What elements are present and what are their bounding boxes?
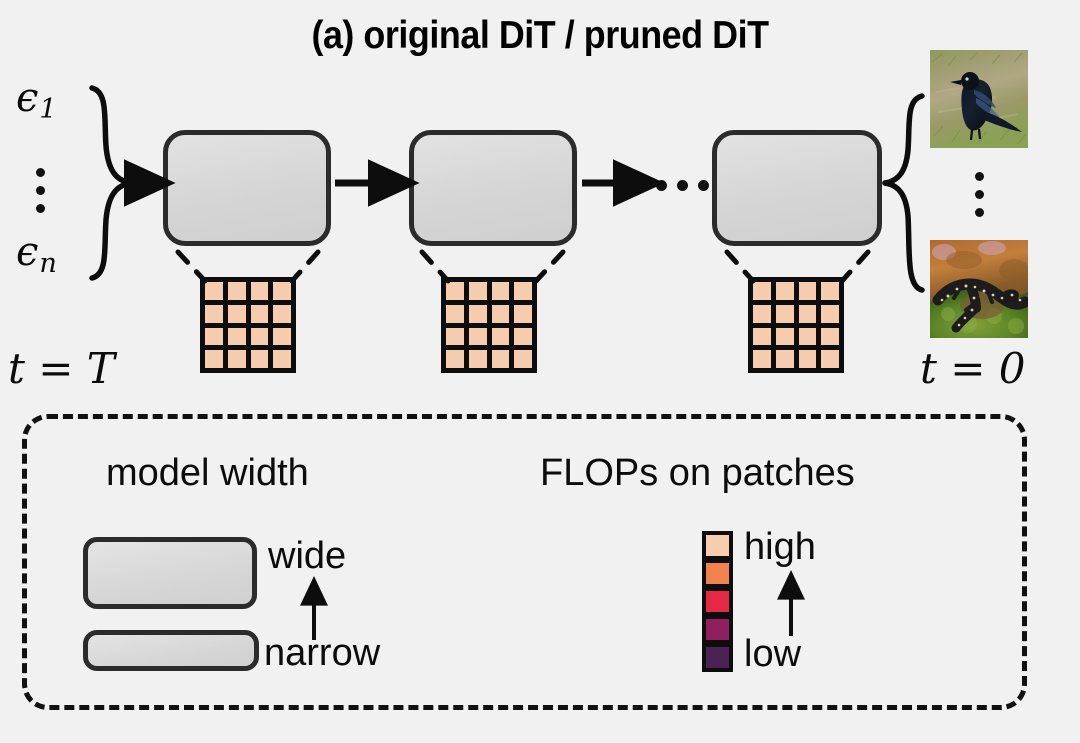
patch-cell: [821, 282, 839, 300]
input-brace: [89, 85, 131, 281]
patch-cell: [798, 282, 817, 300]
patch-cell: [775, 304, 794, 323]
figure-title: (a) original DiT / pruned DiT: [311, 14, 769, 57]
patch-cell: [514, 282, 532, 300]
patch-cell: [227, 304, 246, 323]
patch-cell: [491, 304, 510, 323]
legend-label-narrow: narrow: [264, 632, 381, 674]
output-brace: [882, 93, 925, 293]
patch-cell: [468, 282, 487, 300]
patch-cell: [821, 304, 839, 323]
input-noise-label-last: ϵn: [16, 229, 57, 279]
legend-swatch-narrow-block: [83, 630, 259, 671]
patch-cell: [514, 304, 532, 323]
patch-cell: [514, 350, 532, 368]
patch-cell: [446, 350, 464, 368]
patch-cell: [798, 304, 817, 323]
input-noise-ellipsis: [36, 168, 45, 213]
salamander-image-art: [930, 240, 1028, 338]
patch-cell: [775, 327, 794, 346]
patch-cell: [446, 282, 464, 300]
patch-cell: [227, 350, 246, 368]
legend-heading-flops: FLOPs on patches: [540, 452, 855, 494]
patch-cell: [446, 304, 464, 323]
patch-grid-2: [441, 277, 537, 373]
flops-color-scale: [702, 531, 733, 672]
patch-cell: [514, 327, 532, 346]
patch-cell: [250, 327, 269, 346]
patch-cell: [273, 327, 291, 346]
legend-label-wide: wide: [268, 535, 347, 577]
generated-image-bird: [930, 50, 1028, 148]
legend-panel: [22, 414, 1027, 710]
legend-swatch-wide-block: [83, 537, 257, 609]
generated-images-ellipsis: [975, 172, 984, 217]
patch-cell: [775, 282, 794, 300]
patch-cell: [468, 327, 487, 346]
legend-label-high: high: [744, 526, 816, 568]
patch-cell: [227, 282, 246, 300]
legend-label-low: low: [744, 633, 802, 675]
input-noise-label-first: ϵ1: [16, 75, 57, 125]
flops-scale-swatch-3: [702, 587, 733, 616]
patch-cell: [468, 350, 487, 368]
patch-cell: [753, 282, 771, 300]
patch-grid-3: [748, 277, 844, 373]
patch-cell: [205, 327, 223, 346]
patch-cell: [273, 304, 291, 323]
flops-scale-swatch-2: [702, 559, 733, 588]
patch-cell: [491, 327, 510, 346]
bird-image-art: [930, 50, 1028, 148]
timeline-end-label: t = 0: [920, 344, 1026, 393]
patch-grid-1: [200, 277, 296, 373]
patch-cell: [205, 304, 223, 323]
patch-cell: [446, 327, 464, 346]
patch-cell: [491, 350, 510, 368]
patch-cell: [798, 327, 817, 346]
patch-cell: [250, 304, 269, 323]
patch-cell: [775, 350, 794, 368]
denoising-block-1: [163, 130, 331, 246]
generated-image-salamander: [930, 240, 1028, 338]
flops-scale-swatch-1: [702, 531, 733, 560]
pipeline-ellipsis: [656, 180, 709, 191]
denoising-block-final: [712, 130, 882, 246]
patch-cell: [250, 282, 269, 300]
patch-cell: [491, 282, 510, 300]
patch-cell: [273, 282, 291, 300]
patch-cell: [205, 350, 223, 368]
patch-cell: [205, 282, 223, 300]
patch-cell: [273, 350, 291, 368]
denoising-block-2: [409, 130, 577, 246]
patch-cell: [821, 327, 839, 346]
patch-cell: [753, 327, 771, 346]
patch-cell: [227, 327, 246, 346]
flops-scale-swatch-5: [702, 643, 733, 672]
patch-cell: [821, 350, 839, 368]
patch-cell: [798, 350, 817, 368]
legend-heading-model-width: model width: [106, 452, 309, 494]
patch-cell: [753, 304, 771, 323]
patch-cell: [753, 350, 771, 368]
patch-cell: [468, 304, 487, 323]
patch-cell: [250, 350, 269, 368]
flops-scale-swatch-4: [702, 615, 733, 644]
timeline-start-label: t = T: [8, 344, 115, 393]
